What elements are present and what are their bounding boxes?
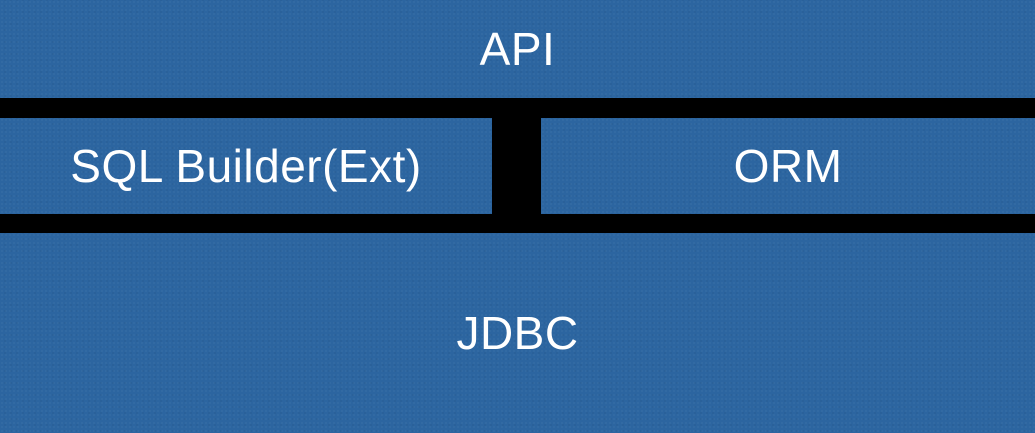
sql-builder-label: SQL Builder(Ext) [70,140,422,192]
jdbc-layer: JDBC [0,233,1035,433]
sql-builder-layer: SQL Builder(Ext) [0,118,492,214]
api-label: API [479,23,556,75]
orm-layer: ORM [541,118,1035,214]
api-layer: API [0,0,1035,98]
jdbc-label: JDBC [456,307,579,359]
orm-label: ORM [733,140,843,192]
